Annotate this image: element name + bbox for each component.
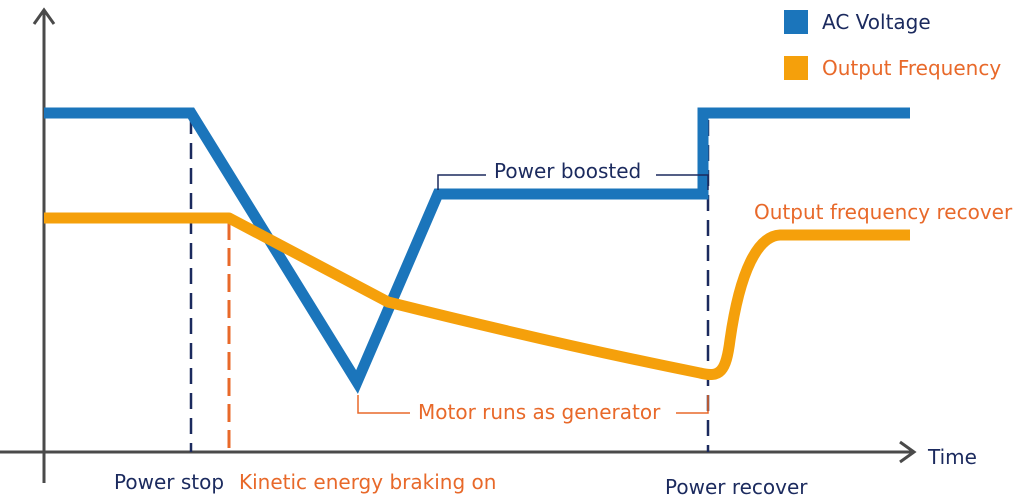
output-frequency-line	[44, 212, 910, 380]
legend-label-ac-voltage: AC Voltage	[822, 10, 931, 34]
motor-generator-label: Motor runs as generator	[418, 400, 661, 424]
motor-generator-annotation: Motor runs as generator	[357, 395, 709, 424]
motor-generator-bracket-right	[676, 395, 709, 414]
y-axis-arrowhead	[32, 7, 56, 25]
axes: Time	[0, 7, 977, 483]
power-boosted-label: Power boosted	[494, 159, 641, 183]
motor-generator-bracket-left	[357, 395, 410, 414]
power-recover-label: Power recover	[665, 475, 808, 499]
freq-recover-label: Output frequency recover	[754, 200, 1013, 224]
power-boosted-bracket	[437, 174, 486, 190]
x-axis-arrowhead	[899, 440, 917, 464]
power-boosted-bracket-right	[656, 174, 709, 190]
power-boosted-annotation: Power boosted	[437, 159, 709, 190]
legend-swatch-ac-voltage	[784, 10, 808, 34]
legend: AC Voltage Output Frequency	[784, 10, 1001, 80]
ac-voltage-line	[44, 107, 910, 394]
legend-swatch-output-frequency	[784, 56, 808, 80]
power-stop-label: Power stop	[114, 470, 224, 494]
x-axis-label: Time	[927, 445, 977, 469]
legend-label-output-frequency: Output Frequency	[822, 56, 1001, 80]
braking-on-label: Kinetic energy braking on	[239, 470, 496, 494]
